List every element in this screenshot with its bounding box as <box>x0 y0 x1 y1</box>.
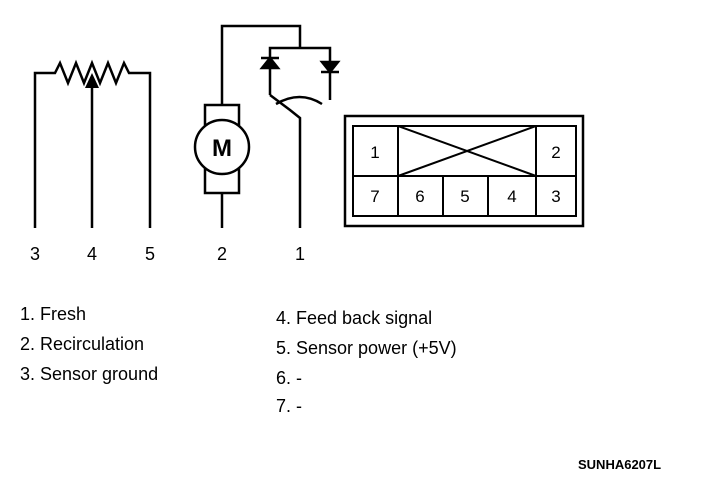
legend-item-1: 1. Fresh <box>20 304 87 324</box>
connector-cell-1: 1 <box>370 143 379 162</box>
legend-item-7: 7. - <box>276 396 303 416</box>
connector-cell-4: 4 <box>507 187 516 206</box>
limit-switch <box>259 46 341 228</box>
connector-cell-3: 3 <box>551 187 560 206</box>
legend-item-2: 2. Recirculation <box>20 334 145 354</box>
connector-cell-6: 6 <box>415 187 424 206</box>
pin-label-3: 3 <box>30 244 40 264</box>
pin-label-1: 1 <box>295 244 305 264</box>
reference-code: SUNHA6207L <box>578 457 662 472</box>
wiper-arrow <box>85 73 99 88</box>
legend-item-4: 4. Feed back signal <box>276 308 433 328</box>
connector-cell-7: 7 <box>370 187 379 206</box>
legend-item-3: 3. Sensor ground <box>20 364 159 384</box>
pin-label-4: 4 <box>87 244 97 264</box>
connector <box>343 114 585 228</box>
connector-cell-2: 2 <box>551 143 560 162</box>
pin-label-2: 2 <box>217 244 227 264</box>
legend-item-5: 5. Sensor power (+5V) <box>276 338 457 358</box>
motor <box>193 24 302 228</box>
potentiometer <box>33 59 152 228</box>
connector-cell-5: 5 <box>460 187 469 206</box>
legend-item-6: 6. - <box>276 368 303 388</box>
motor-label: M <box>212 135 232 162</box>
pin-label-5: 5 <box>145 244 155 264</box>
